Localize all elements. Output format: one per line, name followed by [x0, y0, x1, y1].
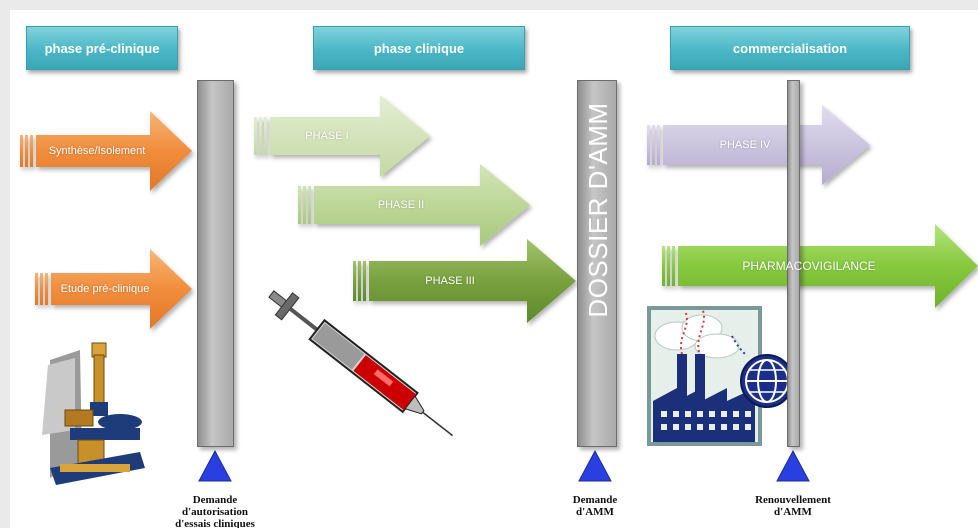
marker-renouvellement-line1: Renouvellement: [755, 494, 831, 506]
arrow-phase4-label: PHASE IV: [719, 139, 771, 151]
arrow-synthese: [20, 111, 192, 191]
arrow-phase3: [353, 239, 576, 323]
arrow-synthese-label: Synthèse/Isolement: [48, 145, 146, 157]
pillar-dossier-amm: [577, 80, 617, 447]
arrow-phase3-label: PHASE III: [425, 275, 475, 287]
arrow-pharmaco: [662, 224, 978, 308]
marker-amm-triangle: [578, 449, 612, 482]
arrow-phase2: [298, 164, 530, 246]
arrow-phase2-label: PHASE II: [377, 199, 425, 211]
marker-renouvellement-triangle: [776, 449, 810, 482]
arrow-pharmaco-label: PHARMACOVIGILANCE: [742, 259, 876, 273]
header-preclinical: phase pré-clinique: [26, 26, 178, 70]
marker-essais-line3: d'essais cliniques: [175, 518, 255, 528]
marker-renouvellement-label: Renouvellement d'AMM: [733, 494, 853, 518]
marker-essais-line2: d'autorisation: [181, 506, 248, 518]
arrow-etude-label: Etude pré-clinique: [60, 283, 150, 295]
marker-amm-line2: d'AMM: [576, 506, 614, 518]
factory-globe-icon: [647, 306, 794, 446]
header-commercial-label: commercialisation: [732, 40, 848, 56]
arrow-phase1: [254, 95, 430, 177]
arrow-phase4: [647, 105, 870, 185]
dossier-amm-label: DOSSIER D'AMM: [582, 102, 613, 318]
marker-essais-label: Demande d'autorisation d'essais clinique…: [150, 494, 280, 528]
marker-amm-label: Demande d'AMM: [550, 494, 640, 518]
syringe-icon: [268, 290, 454, 437]
header-commercial: commercialisation: [670, 26, 910, 70]
marker-essais-triangle: [198, 449, 232, 482]
header-preclinical-label: phase pré-clinique: [44, 40, 160, 56]
header-clinical-label: phase clinique: [373, 40, 465, 56]
marker-renouvellement-line2: d'AMM: [774, 506, 812, 518]
marker-essais-line1: Demande: [192, 494, 238, 506]
microscope-icon: [42, 342, 145, 485]
arrow-etude: [35, 249, 192, 329]
diagram-slide: phase pré-clinique phase clinique commer…: [10, 10, 978, 528]
diagram-shapes: [20, 95, 978, 485]
marker-amm-line1: Demande: [572, 494, 618, 506]
arrow-phase1-label: PHASE I: [305, 130, 349, 142]
pillar-renouvellement: [787, 80, 800, 447]
pillar-essais: [197, 80, 234, 447]
header-clinical: phase clinique: [313, 26, 525, 70]
